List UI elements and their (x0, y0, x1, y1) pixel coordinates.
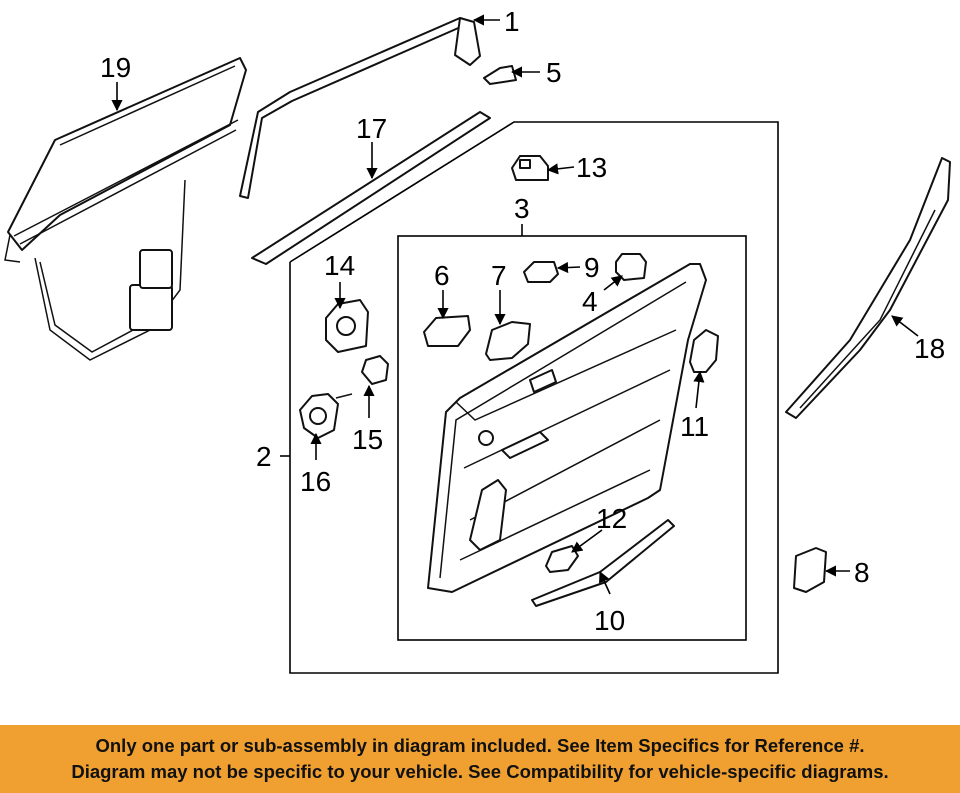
callout-9: 9 (584, 252, 600, 283)
callout-7: 7 (491, 260, 507, 291)
callout-3: 3 (514, 193, 530, 224)
callout-17: 17 (356, 113, 387, 144)
callout-11: 11 (680, 411, 709, 442)
callout-16: 16 (300, 466, 331, 497)
callout-12: 12 (596, 503, 627, 534)
part-19-window-regulator (4, 57, 247, 361)
part-6-handle-bezel (423, 315, 471, 347)
callout-5: 5 (546, 57, 562, 88)
part-13-switch (511, 155, 549, 181)
part-1-frame-molding (239, 17, 481, 199)
disclaimer-line-1: Only one part or sub-assembly in diagram… (95, 735, 865, 756)
disclaimer-banner: Only one part or sub-assembly in diagram… (0, 725, 960, 793)
part-17-belt-weatherstrip (251, 111, 491, 265)
callout-14: 14 (324, 250, 355, 281)
part-16-speaker-bracket (299, 393, 353, 439)
callout-13: 13 (576, 152, 607, 183)
exploded-parts-diagram: 1 5 13 3 9 4 6 7 14 11 12 10 8 18 2 15 1… (4, 6, 951, 674)
callout-4: 4 (582, 286, 598, 317)
callout-18: 18 (914, 333, 945, 364)
part-14-latch (325, 299, 369, 353)
part-12-clip (545, 545, 579, 573)
part-18-weatherstrip (785, 157, 951, 419)
callout-8: 8 (854, 557, 870, 588)
part-15-clip (361, 355, 389, 385)
disclaimer-line-2: Diagram may not be specific to your vehi… (71, 761, 889, 782)
callout-1: 1 (504, 6, 520, 37)
callout-10: 10 (594, 605, 625, 636)
part-3-door-trim-panel (427, 263, 707, 593)
callout-2: 2 (256, 441, 272, 472)
part-9-cap (523, 261, 559, 283)
callout-6: 6 (434, 260, 450, 291)
callout-19: 19 (100, 52, 131, 83)
part-7-pull-handle (485, 321, 531, 361)
part-4-clip (615, 253, 647, 281)
part-8-cover (793, 547, 827, 593)
assembly-frame-2 (289, 121, 779, 674)
part-5-trim-piece (483, 65, 517, 85)
callout-15: 15 (352, 424, 383, 455)
assembly-frame-3 (397, 235, 747, 641)
part-11-switch (689, 329, 719, 373)
